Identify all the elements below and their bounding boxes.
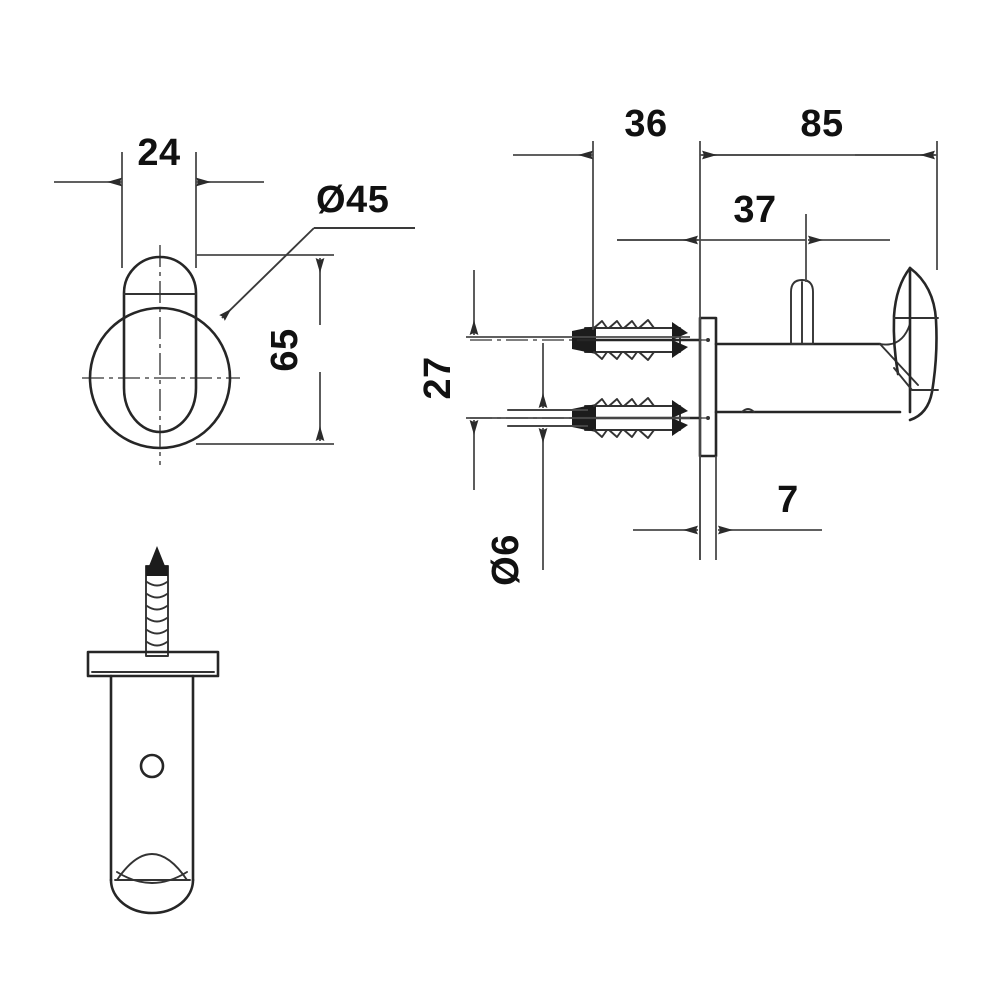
grub-screw-body (790, 279, 814, 345)
hook-tip-inner-curve (892, 266, 912, 376)
lower-anchor-flange-top (672, 400, 688, 418)
dimension-37-label: 37 (733, 189, 776, 231)
hook-arm-fillet-upper (879, 323, 911, 346)
backplate-lower-hole-mark (706, 416, 710, 420)
hook-tip-outer-curve (908, 266, 938, 422)
dimension-24-label: 24 (137, 132, 180, 174)
pin-angled-end (109, 853, 195, 915)
dimension-diameter-45-label: Ø45 (316, 179, 389, 221)
backplate-upper-hole-mark (706, 338, 710, 342)
lower-anchor-barbs-bottom (593, 429, 655, 439)
dim-d45-leader-arrow (219, 227, 315, 321)
pin-screw-threads (146, 581, 168, 647)
upper-anchor-flange-bottom (672, 340, 688, 358)
pin-flange (86, 650, 220, 678)
pin-end-inner-arc-lower (116, 871, 188, 884)
lower-anchor-barbs-top (593, 397, 655, 407)
hook-arm-notch (741, 408, 755, 413)
hook-outline (122, 255, 198, 434)
hook-arm-fillet-diagonal (879, 343, 919, 386)
pin-end-inner-arc-upper (116, 853, 188, 881)
side-section-view: 36 85 37 27 Ø6 7 (417, 103, 939, 586)
pin-cross-hole (139, 753, 165, 779)
hook-tip-lower-diagonal (893, 367, 913, 391)
hook-tip (892, 266, 939, 422)
upper-anchor-barbs-bottom (593, 351, 655, 361)
dimension-85-label: 85 (800, 103, 843, 145)
grub-screw (790, 279, 814, 345)
round-backplate (88, 306, 232, 450)
pin-body (109, 674, 195, 882)
upper-anchor-barbs-top (593, 319, 655, 329)
pin-screw-point (149, 546, 165, 566)
dimension-65-label: 65 (264, 328, 306, 371)
pin-screw-collar (146, 566, 168, 576)
lower-anchor-flange-bottom (672, 418, 688, 436)
dimension-36-label: 36 (624, 103, 667, 145)
wall-anchor-upper (572, 319, 702, 361)
dimension-7-label: 7 (777, 479, 799, 521)
pin-end-outer-arc (109, 878, 195, 915)
mounting-pin-detail-view (86, 546, 220, 915)
pin-screw (145, 546, 169, 657)
upper-anchor-flange-top (672, 322, 688, 340)
front-elevation-view: 24 65 Ø45 (54, 132, 415, 465)
dimension-diameter-6-label: Ø6 (485, 534, 527, 586)
dimension-27-label: 27 (417, 356, 459, 399)
